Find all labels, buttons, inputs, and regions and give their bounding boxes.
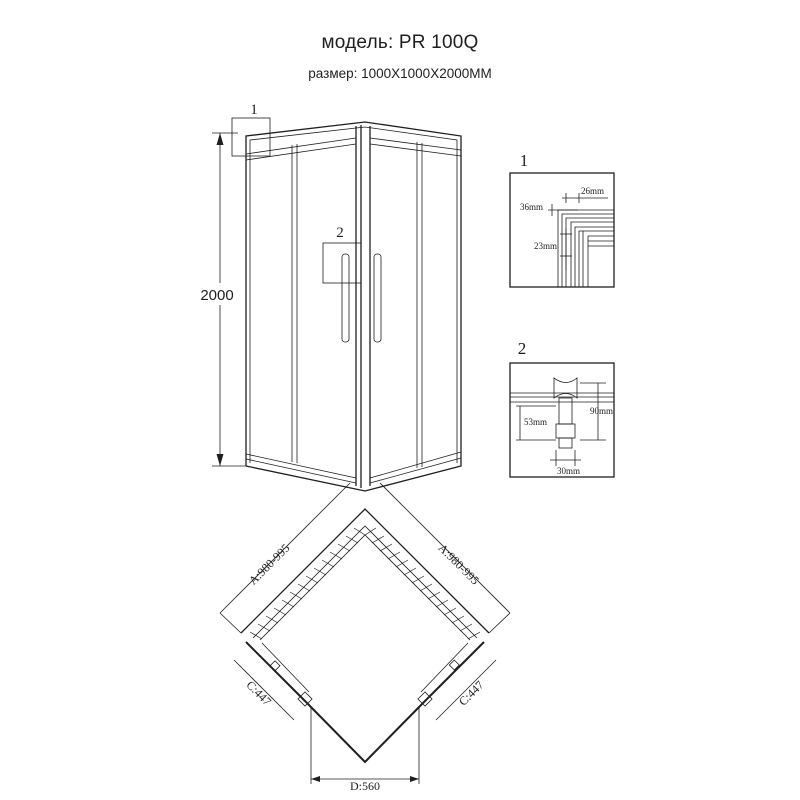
dim-d: D:560	[350, 779, 380, 793]
detail-2-number: 2	[518, 339, 527, 358]
callout-1-number: 1	[250, 102, 258, 118]
model-title: модель: PR 100Q	[321, 32, 479, 53]
dim-30mm: 30mm	[557, 466, 580, 476]
dim-53mm: 53mm	[524, 417, 547, 427]
dim-c-left: C:447	[244, 678, 275, 709]
detail-2: 2 90mm 53mm 30mm	[509, 339, 615, 478]
height-label: 2000	[200, 287, 233, 304]
dim-c-right: C:447	[456, 678, 487, 709]
dim-36mm: 36mm	[520, 202, 543, 212]
detail-1: 1 26mm 36mm 23mm	[509, 151, 615, 288]
dim-90mm: 90mm	[590, 406, 613, 416]
dim-26mm: 26mm	[581, 186, 604, 196]
size-subtitle: размер: 1000X1000X2000MM	[308, 66, 492, 81]
front-view: 2000 1 2	[193, 102, 462, 492]
detail-1-number: 1	[520, 151, 529, 170]
dim-a-right: A:980-995	[435, 541, 482, 588]
dim-23mm: 23mm	[534, 241, 557, 251]
plan-view: A:980-995 A:980-995 C:447 C:447 D:560	[219, 482, 511, 793]
dim-a-left: A:980-995	[246, 541, 293, 588]
callout-2-number: 2	[336, 225, 344, 241]
